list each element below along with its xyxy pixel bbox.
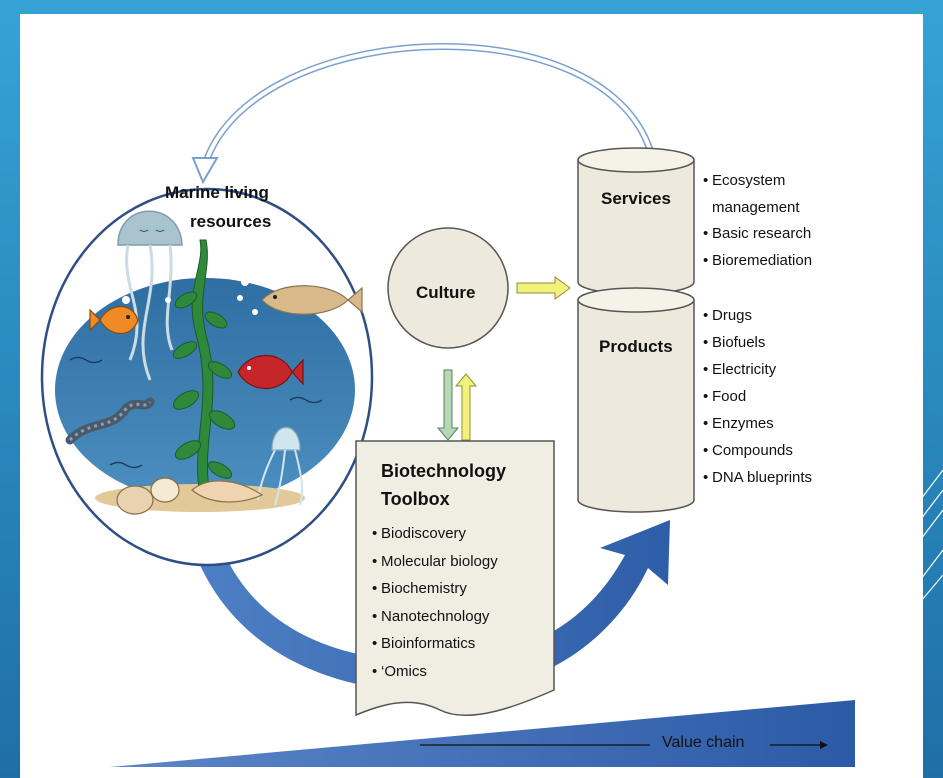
- squid-illustration: [257, 426, 304, 506]
- toolbox-item: Nanotechnology: [372, 603, 498, 631]
- services-item: management: [712, 198, 800, 216]
- resources-title-line1: Marine living: [165, 183, 269, 202]
- culture-label: Culture: [416, 283, 476, 302]
- orange-fish-illustration: [89, 305, 139, 335]
- products-list: Drugs Biofuels Electricity Food Enzymes …: [703, 302, 812, 491]
- fish-illustration: [261, 285, 363, 315]
- culture-to-products-arrow: [516, 276, 571, 300]
- bubbles-illustration: [122, 259, 258, 315]
- services-item: Ecosystem: [703, 168, 812, 195]
- toolbox-item: ‘Omics: [372, 658, 498, 686]
- jellyfish-illustration: [117, 210, 183, 381]
- shells-illustration: [116, 477, 264, 515]
- culture-circle: [387, 227, 509, 349]
- toolbox-title-line2: Toolbox: [381, 489, 450, 509]
- toolbox-item: Bioinformatics: [372, 630, 498, 658]
- products-item: Electricity: [703, 356, 812, 383]
- products-label: Products: [599, 337, 673, 356]
- services-cylinder: [577, 147, 695, 295]
- products-item: Drugs: [703, 302, 812, 329]
- services-list: Ecosystem management Basic research Bior…: [703, 168, 812, 274]
- products-item: DNA blueprints: [703, 464, 812, 491]
- products-item: Compounds: [703, 437, 812, 464]
- toolbox-item: Biochemistry: [372, 575, 498, 603]
- services-item: Basic research: [703, 221, 812, 248]
- red-fish-illustration: [237, 354, 304, 390]
- value-chain-label: Value chain: [662, 734, 745, 751]
- value-chain-wedge: [110, 700, 855, 767]
- products-cylinder: [577, 287, 695, 513]
- products-item: Food: [703, 383, 812, 410]
- marine-resources-circle: [40, 187, 374, 567]
- services-item: Bioremediation: [703, 248, 812, 275]
- toolbox-title-line1: Biotechnology: [381, 461, 506, 481]
- seaweed-illustration: [172, 239, 236, 496]
- products-item: Biofuels: [703, 329, 812, 356]
- services-label: Services: [601, 189, 671, 208]
- toolbox-list: Biodiscovery Molecular biology Biochemis…: [372, 520, 498, 685]
- toolbox-culture-arrows: [436, 369, 478, 441]
- resources-title-line2: resources: [190, 212, 272, 231]
- products-item: Enzymes: [703, 410, 812, 437]
- eel-illustration: [65, 397, 155, 445]
- toolbox-item: Molecular biology: [372, 548, 498, 576]
- feedback-arrow: [191, 43, 654, 185]
- toolbox-item: Biodiscovery: [372, 520, 498, 548]
